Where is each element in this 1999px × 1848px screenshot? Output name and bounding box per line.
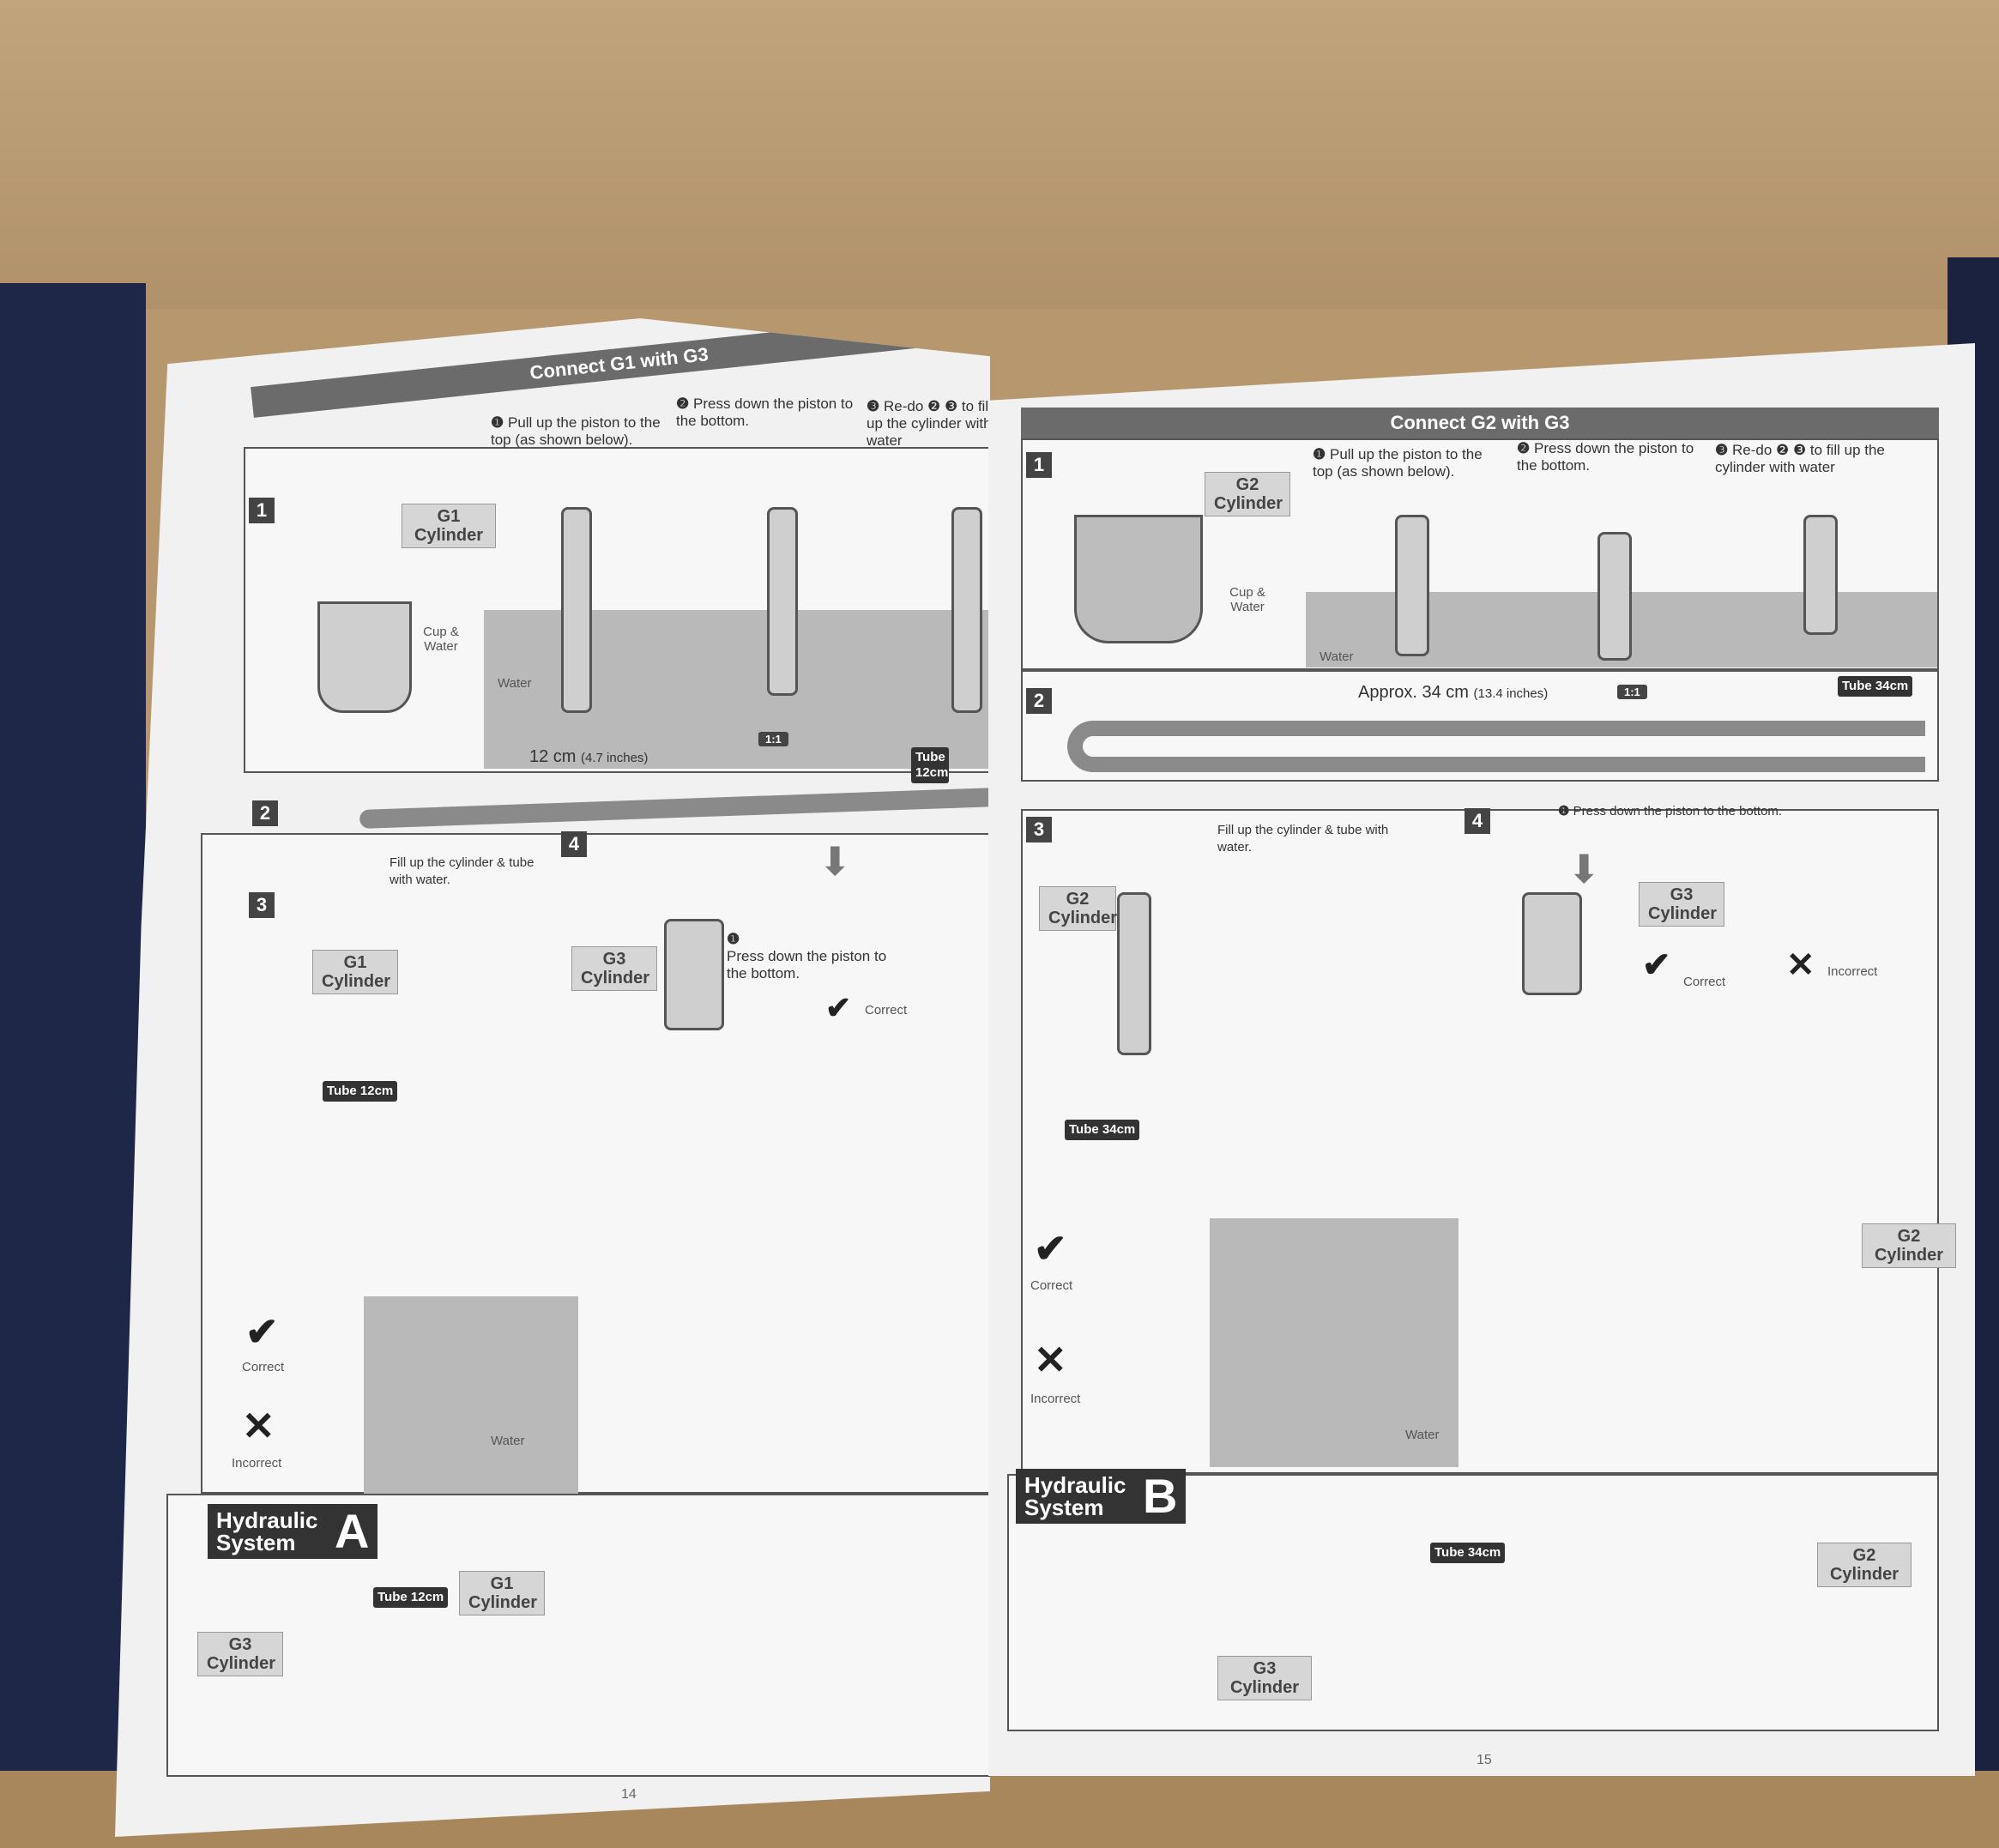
row-number: 4 [1465,808,1490,834]
fill-text: Fill up the cylinder & tube with water. [390,855,534,887]
tube-tag: Tube 12cm [323,1081,398,1102]
step-2-text: ❷ Press down the piston to the bottom. [676,396,854,429]
syringe-icon [1803,515,1838,635]
g2-cylinder-label: G2 Cylinder [1039,886,1117,931]
row-number: 1 [1026,452,1052,478]
header-text: Connect G2 with G3 [1390,412,1570,433]
page-number: 15 [1477,1753,1492,1767]
step-1-text: ❶ Pull up the piston to the top (as show… [491,414,661,448]
step-3-text: ❸ Re-do ❷ ❸ to fill up the cylinder with… [867,398,992,449]
tube-12cm-graphic [359,788,990,829]
g1-cylinder-label: G1 Cylinder [312,950,398,994]
water-label: Water [1405,1428,1440,1442]
tube-34cm-graphic [1067,721,1925,772]
cup-water-label: Cup & Water [1229,585,1265,614]
row-number: 3 [1026,817,1052,842]
down-arrow-icon: ⬇ [1567,847,1601,891]
box-side-left [0,283,146,1848]
row-number: 2 [1026,688,1052,714]
correct-label: Correct [242,1360,285,1374]
g2-cylinder-label: G2 Cylinder [1862,1223,1956,1268]
row-number: 2 [252,800,278,826]
water-area [364,1296,578,1494]
fill-text: Fill up the cylinder & tube with water. [1217,823,1389,855]
g1-cylinder-label: G1 Cylinder [459,1571,545,1615]
check-icon: ✔ [825,990,852,1025]
water-label: Water [1320,649,1354,664]
syringe-icon [1597,532,1632,661]
g2-cylinder-label: G2 Cylinder [1205,472,1290,516]
press-text: ❶ Press down the piston to the bottom. [1558,804,1783,818]
g2-syringe-icon [1117,892,1151,1055]
check-icon: ✔ [1034,1226,1067,1271]
cup-water-label: Cup & Water [423,625,459,654]
correct-label: Correct [1683,975,1726,989]
row-number: 4 [561,831,587,857]
tube-length: 12 cm (4.7 inches) [529,747,649,766]
step-3-text: ❸ Re-do ❷ ❸ to fill up the cylinder with… [1715,442,1885,475]
row-number: 1 [249,498,275,523]
incorrect-label: Incorrect [232,1456,282,1471]
water-area [1210,1218,1458,1467]
tube-tag: Tube 34cm [1838,676,1913,697]
cup-icon [1074,515,1203,643]
cross-icon: ✕ [1786,946,1815,984]
correct-label: Correct [865,1003,908,1018]
g3-cylinder-label: G3 Cylinder [1217,1656,1312,1700]
incorrect-label: Incorrect [1030,1392,1081,1406]
check-icon: ✔ [245,1309,279,1354]
g3-cylinder-icon [664,919,724,1030]
manual-page-14: Connect G1 with G3 1 ❶ Pull up the pisto… [115,318,990,1837]
g3-cylinder-label: G3 Cylinder [197,1632,283,1676]
tube-length: Approx. 34 cm (13.4 inches) [1358,683,1549,702]
cardboard-box-flap [0,0,1999,309]
header-text: Connect G1 with G3 [528,343,710,383]
g3-cylinder-label: G3 Cylinder [1639,882,1724,927]
g2-cylinder-label: G2 Cylinder [1817,1543,1911,1587]
down-arrow-icon: ⬇ [818,839,852,884]
step-2-text: ❷ Press down the piston to the bottom. [1517,440,1694,474]
g3-cylinder-label: G3 Cylinder [571,946,657,991]
cup-icon [317,601,412,713]
syringe-icon [561,507,592,713]
row-number: 3 [249,892,275,918]
g1-cylinder-label: G1 Cylinder [402,504,496,548]
syringe-icon [1395,515,1429,656]
check-icon: ✔ [1642,946,1671,984]
cross-icon: ✕ [242,1404,275,1448]
steps-3-4-panel [1021,809,1939,1474]
syringe-icon [951,507,982,713]
correct-label: Correct [1030,1278,1073,1293]
section-header: Connect G2 with G3 [1021,408,1939,438]
tube-tag: Tube 12cm [911,747,949,783]
scale-ratio: 1:1 [1617,685,1647,699]
tube-tag: Tube 12cm [373,1587,449,1608]
step-1-text: ❶ Pull up the piston to the top (as show… [1313,446,1483,480]
tube-tag: Tube 34cm [1430,1543,1506,1563]
syringe-icon [767,507,798,696]
incorrect-label: Incorrect [1827,964,1878,979]
g3-cylinder-icon [1522,892,1582,995]
water-label: Water [498,676,532,691]
manual-page-15: Connect G2 with G3 1 ❶ Pull up the pisto… [988,343,1975,1776]
tube-tag: Tube 34cm [1065,1120,1140,1140]
water-label: Water [491,1434,525,1448]
cross-icon: ✕ [1034,1338,1067,1382]
scale-ratio: 1:1 [758,732,788,746]
water-area [484,610,990,769]
steps-3-4-panel [201,833,990,1494]
page-number: 14 [621,1787,637,1802]
